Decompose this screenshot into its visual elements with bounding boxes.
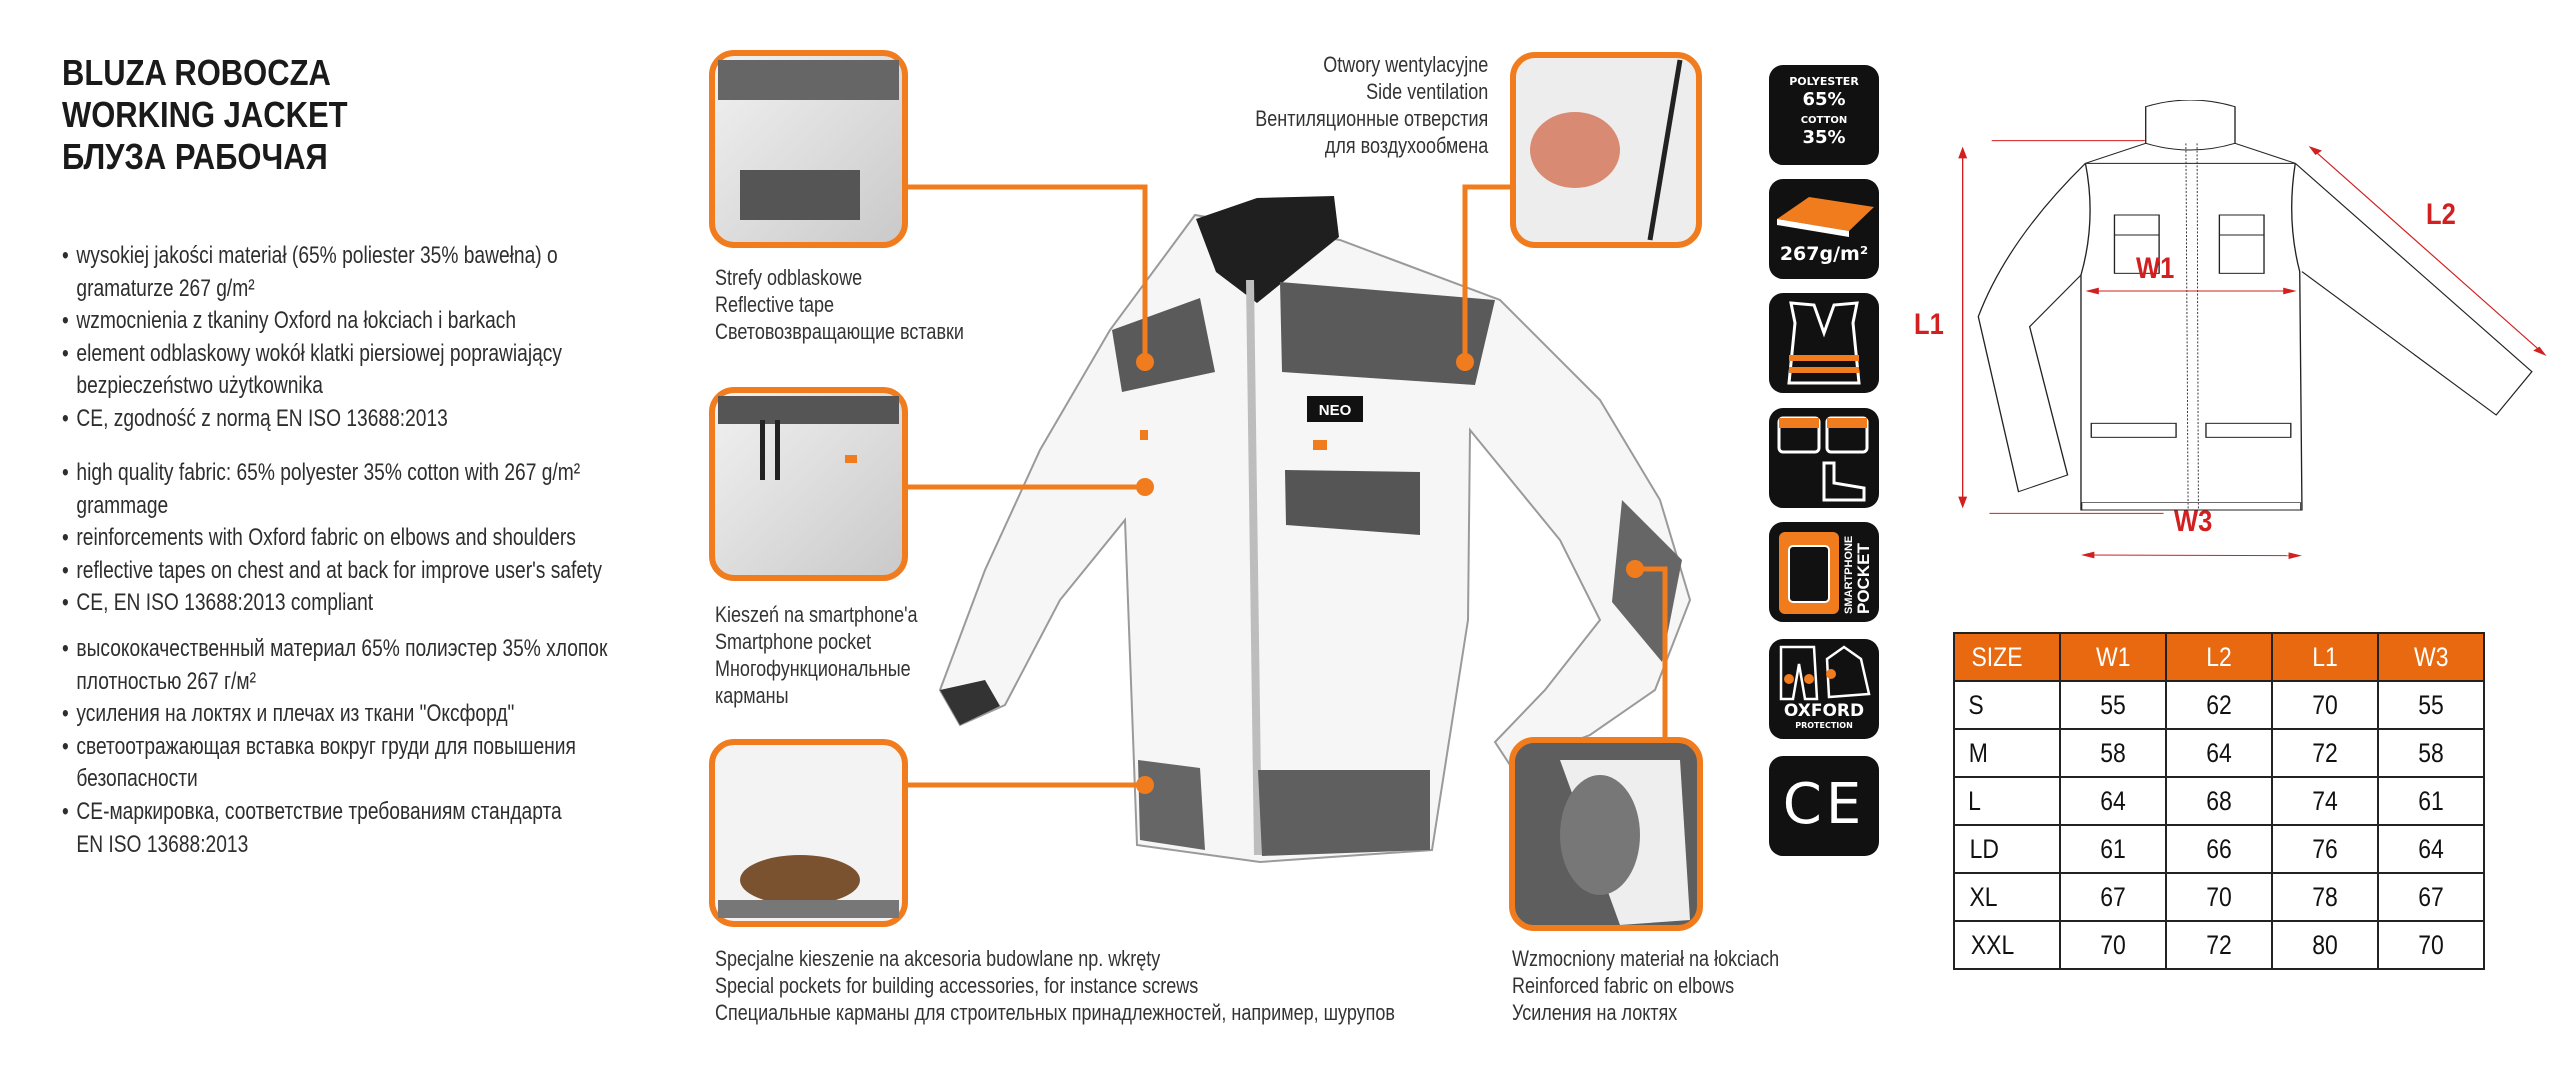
detail-reflective-tape (709, 50, 908, 248)
measurement-cell: 67 (2059, 872, 2167, 922)
detail-elbow-reinforcement (1509, 737, 1703, 931)
detail-smartphone-pocket (709, 387, 908, 581)
reflective-vest-icon (1769, 293, 1879, 393)
measurement-cell: 72 (2271, 728, 2379, 778)
features-en: high quality fabric: 65% polyester 35% c… (62, 457, 670, 620)
measurement-cell: 55 (2377, 680, 2485, 730)
measurement-cell: 61 (2377, 776, 2485, 826)
fabric-weight-icon: 267g/m² (1769, 179, 1879, 279)
measurement-cell: 64 (2059, 776, 2167, 826)
features-ru: высококачественный материал 65% полиэсте… (62, 633, 670, 861)
feature-item: reflective tapes on chest and at back fo… (62, 555, 670, 588)
measurement-cell: 70 (2059, 920, 2167, 970)
size-cell: XL (1953, 872, 2061, 922)
measurement-cell: 66 (2165, 824, 2273, 874)
detail-screw-pockets (709, 739, 908, 927)
callout-connectors (905, 184, 1668, 788)
neo-logo-text: NEO (1319, 402, 1352, 419)
callout-elbows: Wzmocniony materiał na łokciach Reinforc… (1512, 946, 1780, 1025)
dimension-label-l2: L2 (2426, 198, 2456, 231)
header-size: SIZE (1953, 632, 2061, 682)
dimension-label-w1: W1 (2136, 252, 2175, 285)
size-cell: M (1953, 728, 2061, 778)
header-l1: L1 (2271, 632, 2379, 682)
pockets-icon (1769, 408, 1879, 508)
measurement-cell: 76 (2271, 824, 2379, 874)
size-cell: L (1953, 776, 2061, 826)
size-cell: XXL (1953, 920, 2061, 970)
feature-item: CE-маркировка, соответствие требованиям … (62, 796, 670, 861)
ce-mark-icon: CE (1769, 756, 1879, 856)
dimension-arrows (1958, 140, 2547, 559)
feature-item: wzmocnienia z tkaniny Oxford na łokciach… (62, 305, 670, 338)
measurement-cell: 78 (2271, 872, 2379, 922)
title-pl: BLUZA ROBOCZA (62, 52, 331, 93)
measurement-diagram (1958, 100, 2547, 559)
jacket-photo: NEO (938, 196, 1692, 864)
callout-ventilation: Otwory wentylacyjne Side ventilation Вен… (1255, 52, 1488, 158)
size-table-header: SIZE W1 L2 L1 W3 (1953, 632, 2485, 682)
header-l2: L2 (2165, 632, 2273, 682)
feature-item: CE, zgodność z normą EN ISO 13688:2013 (62, 403, 670, 436)
feature-item: wysokiej jakości materiał (65% poliester… (62, 240, 670, 305)
dimension-label-w3: W3 (2174, 505, 2213, 538)
title-en: WORKING JACKET (62, 94, 348, 135)
size-cell: LD (1953, 824, 2061, 874)
measurement-cell: 58 (2059, 728, 2167, 778)
feature-item: усиления на локтях и плечах из ткани "Ок… (62, 698, 670, 731)
neo-logo (1307, 396, 1363, 422)
feature-item: высококачественный материал 65% полиэсте… (62, 633, 670, 698)
measurement-cell: 55 (2059, 680, 2167, 730)
oxford-protection-icon: OXFORD PROTECTION (1769, 639, 1879, 739)
measurement-cell: 80 (2271, 920, 2379, 970)
feature-item: high quality fabric: 65% polyester 35% c… (62, 457, 670, 522)
jacket-outline (1977, 100, 2533, 511)
measurement-cell: 64 (2165, 728, 2273, 778)
dimension-label-l1: L1 (1914, 308, 1944, 341)
header-w1: W1 (2059, 632, 2167, 682)
feature-item: CE, EN ISO 13688:2013 compliant (62, 587, 670, 620)
measurement-cell: 67 (2377, 872, 2485, 922)
title-ru: БЛУЗА РАБОЧАЯ (62, 136, 328, 177)
feature-item: reinforcements with Oxford fabric on elb… (62, 522, 670, 555)
detail-side-ventilation (1510, 52, 1702, 248)
feature-item: element odblaskowy wokół klatki piersiow… (62, 338, 670, 403)
measurement-cell: 72 (2165, 920, 2273, 970)
measurement-cell: 70 (2165, 872, 2273, 922)
product-title: BLUZA ROBOCZA WORKING JACKET БЛУЗА РАБОЧ… (62, 52, 348, 178)
size-cell: S (1953, 680, 2061, 730)
material-composition-icon: POLYESTER 65% COTTON 35% (1769, 65, 1879, 165)
callout-special-pockets: Specjalne kieszenie na akcesoria budowla… (715, 946, 1395, 1025)
callout-reflective-tape: Strefy odblaskowe Reflective tape Светов… (715, 265, 964, 344)
measurement-cell: 58 (2377, 728, 2485, 778)
callout-smartphone-pocket: Kieszeń na smartphone'a Smartphone pocke… (715, 602, 918, 708)
measurement-cell: 61 (2059, 824, 2167, 874)
smartphone-pocket-icon: SMARTPHONE POCKET (1769, 522, 1879, 622)
measurement-cell: 70 (2271, 680, 2379, 730)
header-w3: W3 (2377, 632, 2485, 682)
measurement-cell: 70 (2377, 920, 2485, 970)
measurement-cell: 62 (2165, 680, 2273, 730)
measurement-cell: 74 (2271, 776, 2379, 826)
feature-item: светоотражающая вставка вокруг груди для… (62, 731, 670, 796)
measurement-cell: 64 (2377, 824, 2485, 874)
features-pl: wysokiej jakości materiał (65% poliester… (62, 240, 670, 436)
callout-dots (1136, 353, 1644, 794)
measurement-cell: 68 (2165, 776, 2273, 826)
